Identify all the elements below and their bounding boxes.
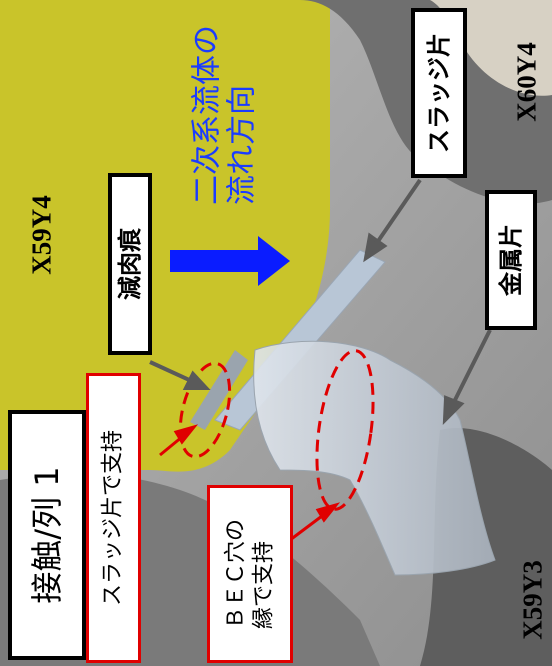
metal-piece-label-box: [485, 190, 537, 330]
slag-support-note: スラッジ片で支持: [100, 429, 126, 607]
metal-piece-label: 金属片: [497, 224, 525, 296]
thinning-mark-shape: [190, 350, 248, 430]
bec-support-note-box: [207, 485, 293, 663]
coord-x60y4: X60Y4: [511, 42, 542, 122]
bec-edge-highlight: [315, 349, 375, 511]
bec-support-note: ＢＥＣ穴の 縁で支持: [223, 518, 277, 630]
slag-support-note-box: [86, 373, 141, 663]
slag-piece-pointer: [370, 178, 422, 252]
slag-piece-label: スラッジ片: [425, 33, 453, 153]
metal-piece-pointer: [448, 329, 492, 411]
coord-x59y3: X59Y3: [517, 560, 548, 640]
page-title: 接触/列 1: [28, 466, 66, 604]
pointer-arrows: [149, 178, 492, 426]
right-arrow-icon: [170, 236, 290, 286]
metal-piece-shape: [253, 340, 496, 576]
thinning-mark-label-box: [108, 173, 152, 355]
red-pointer-arrows: [159, 424, 341, 542]
slag-piece-pointer-head: [363, 232, 388, 263]
thinning-mark-pointer-head: [182, 370, 211, 390]
coord-x59y4: X59Y4: [26, 195, 57, 275]
flow-direction-label: 二次系流体の 流れ方向: [189, 25, 260, 205]
slag-support-highlight: [178, 361, 232, 459]
metal-piece-pointer-head: [442, 395, 465, 426]
yellow-deposit: [0, 0, 330, 472]
thinning-mark-label: 減肉痕: [116, 228, 144, 300]
title-box: [8, 410, 86, 660]
bec-note-pointer-head: [315, 502, 341, 523]
slag-note-pointer-head: [173, 424, 199, 445]
slag-piece-label-box: [411, 8, 467, 178]
